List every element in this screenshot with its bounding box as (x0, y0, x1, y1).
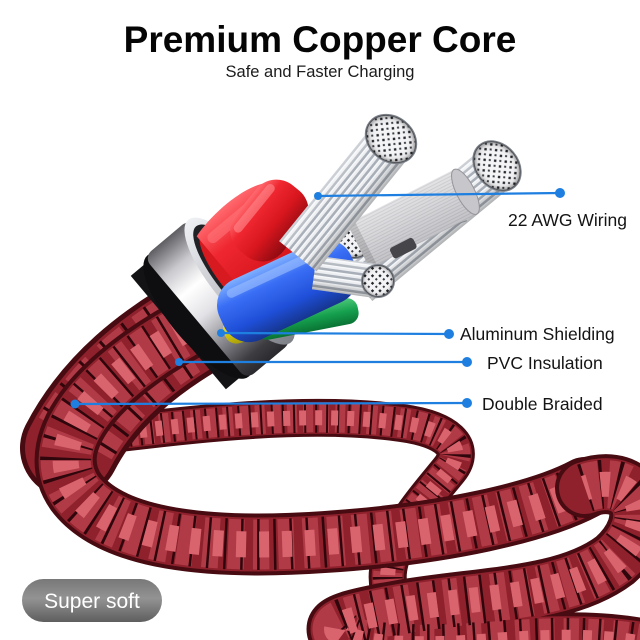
callout-dot (314, 192, 322, 200)
callout-braided: Double Braided (70, 394, 603, 414)
callout-label-awg: 22 AWG Wiring (508, 210, 627, 230)
copper-strand-bundle-top (279, 124, 411, 272)
callout-dot (217, 329, 225, 337)
callout-dot (175, 358, 183, 366)
callout-dot (444, 329, 454, 339)
callout-dot (462, 398, 472, 408)
callout-label-pvc: PVC Insulation (487, 353, 603, 373)
callout-dot (462, 357, 472, 367)
callout-pvc: PVC Insulation (175, 353, 603, 373)
braided-cable-bottom (306, 454, 640, 640)
page-subtitle: Safe and Faster Charging (226, 63, 415, 81)
callout-dot (70, 399, 80, 409)
callout-label-aluminum: Aluminum Shielding (460, 324, 615, 344)
callout-aluminum: Aluminum Shielding (217, 324, 615, 344)
callout-line (74, 401, 468, 406)
badge-pill (22, 579, 162, 622)
super-soft-badge: Super soft (22, 579, 162, 622)
callout-line (220, 331, 450, 336)
strand-end-cap (361, 264, 395, 298)
strand-end-cap (472, 140, 522, 192)
badge-label: Super soft (44, 590, 140, 613)
callout-dot (555, 188, 565, 198)
page-title: Premium Copper Core (124, 19, 517, 60)
callout-awg: 22 AWG Wiring (314, 188, 627, 230)
callout-line (317, 191, 561, 198)
callout-label-braided: Double Braided (482, 394, 603, 414)
strand-end-cap (364, 113, 418, 165)
